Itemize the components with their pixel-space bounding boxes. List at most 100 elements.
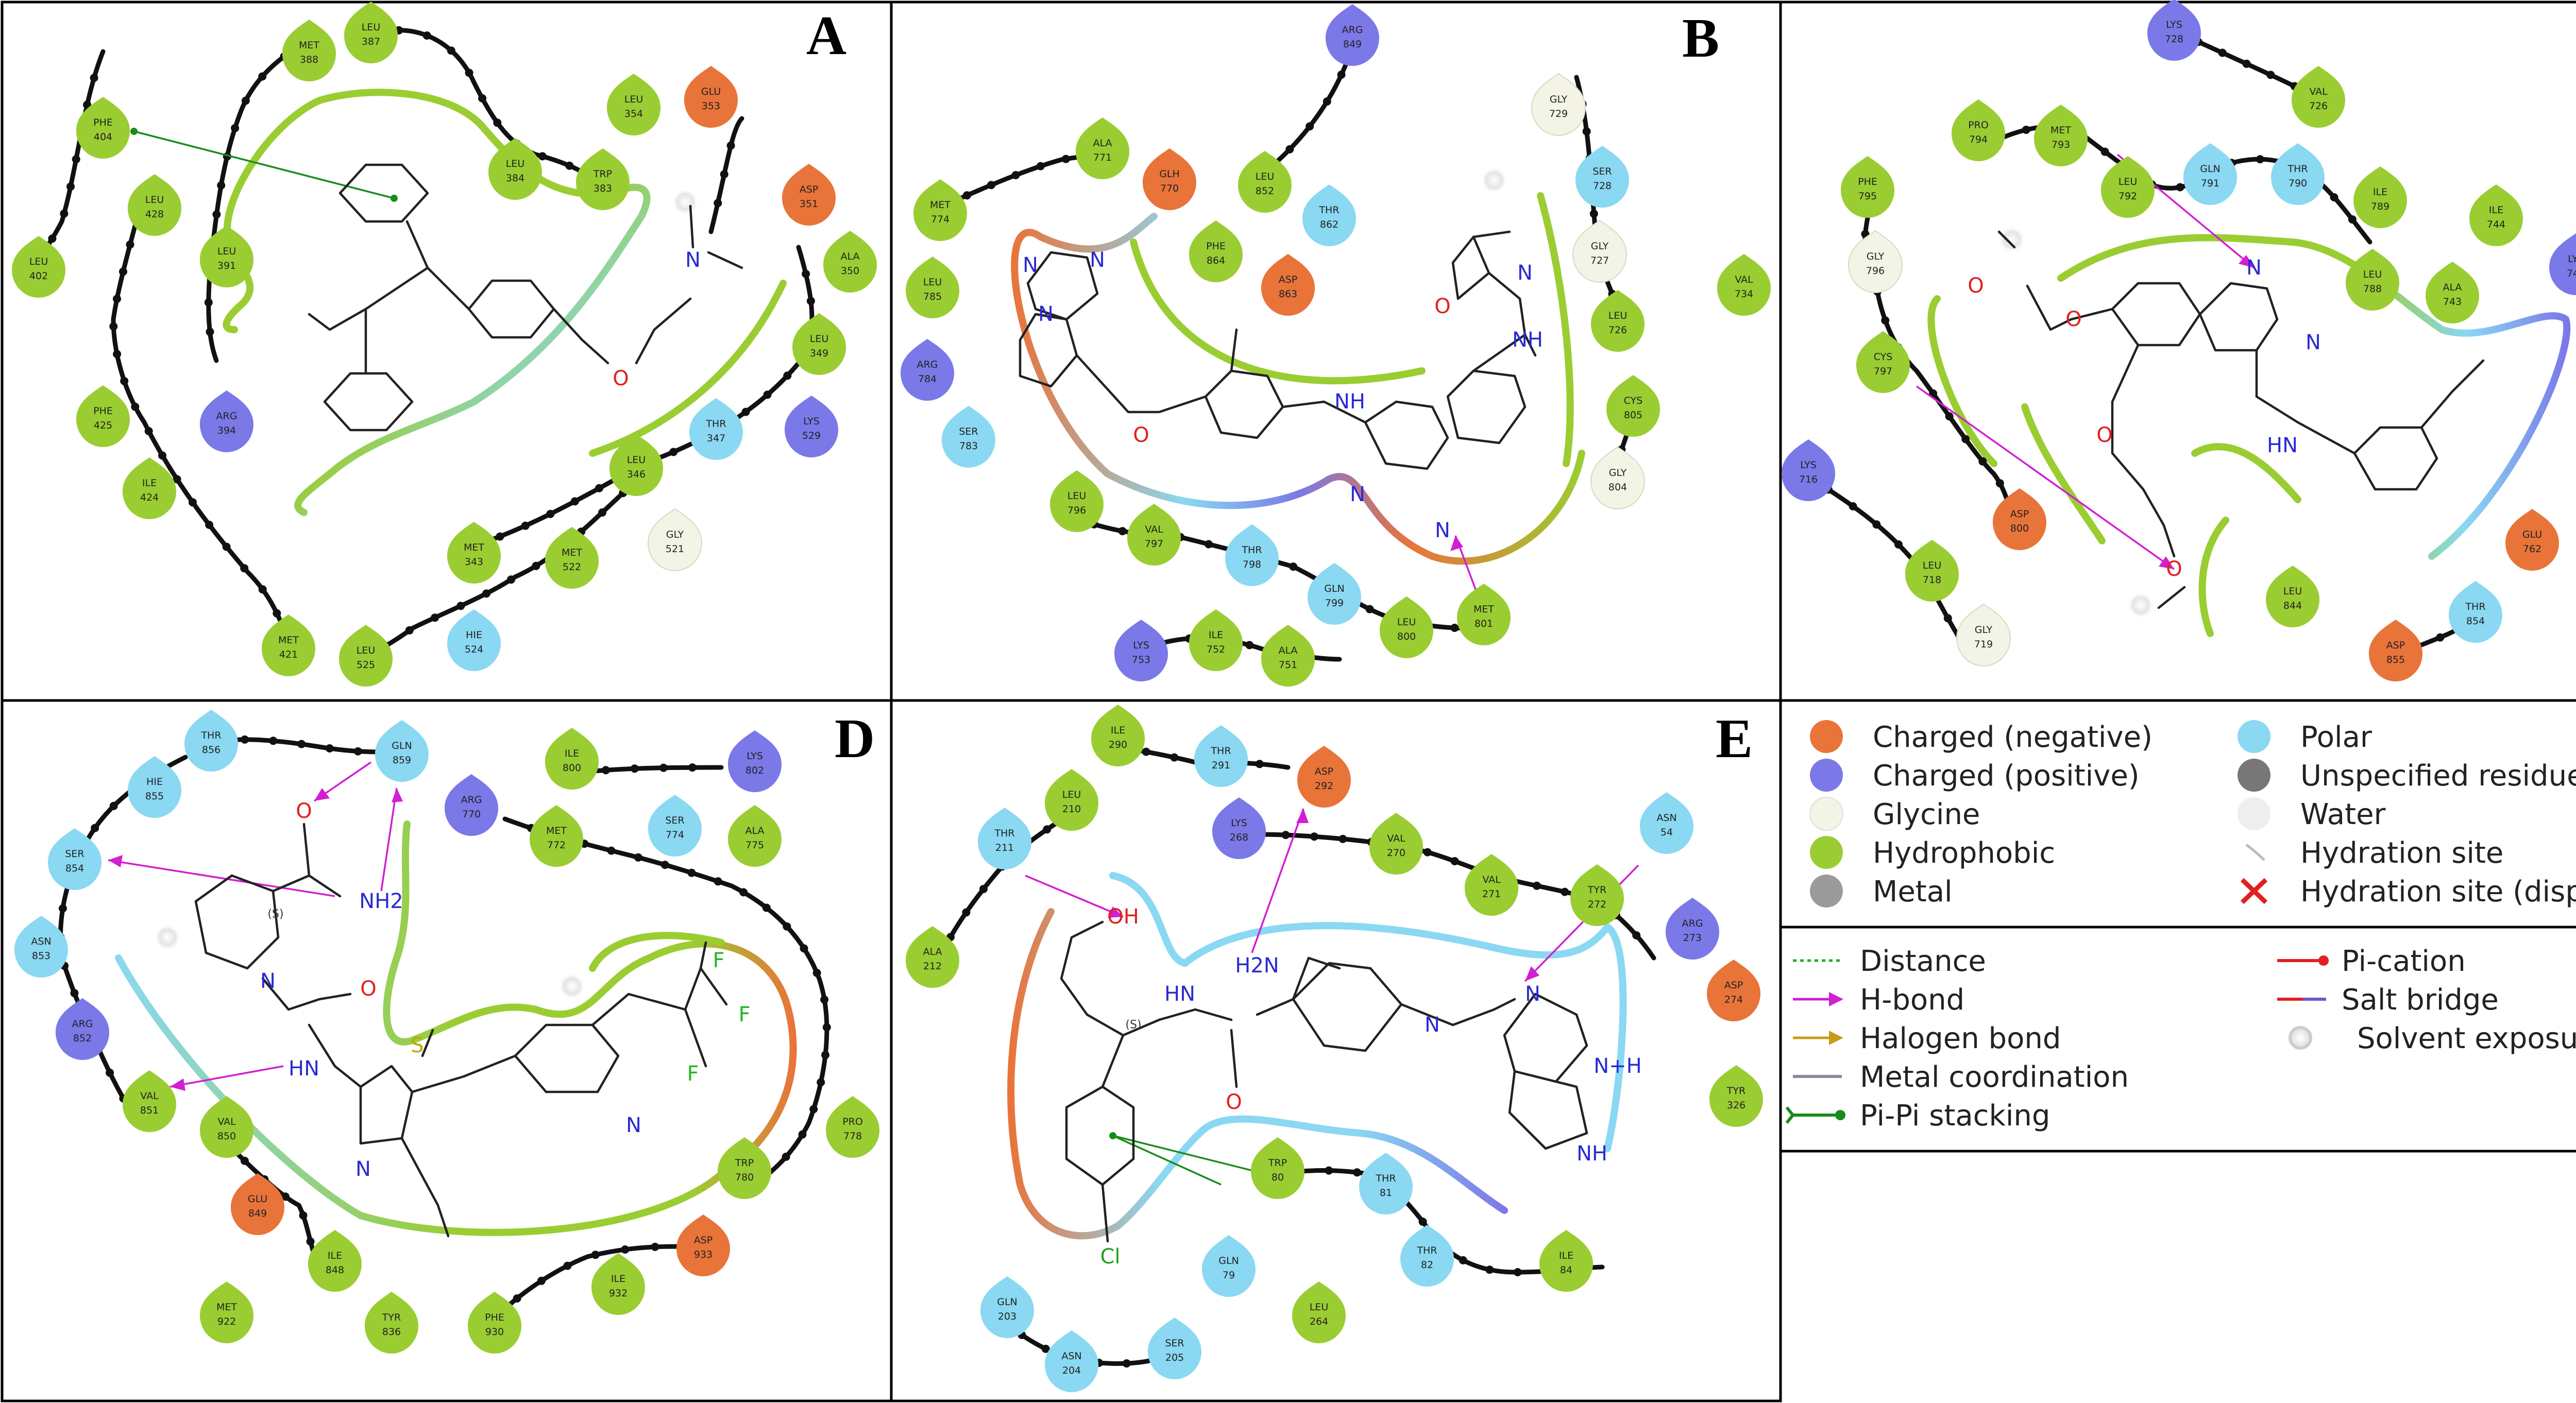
backbone-dot: [595, 484, 603, 492]
residue-name: ARG: [461, 794, 482, 806]
residue-name: GLN: [1324, 583, 1345, 594]
backbone-dot: [70, 989, 79, 998]
residue-number: 800: [563, 762, 581, 774]
residue-name: GLY: [1867, 251, 1885, 262]
residue-name: ARG: [1682, 918, 1703, 929]
residue-number: 728: [1593, 180, 1612, 192]
residue-number: 726: [1608, 324, 1627, 336]
residue-name: ASP: [800, 184, 819, 195]
backbone-dot: [1043, 825, 1052, 834]
residue-number: 205: [1165, 1352, 1184, 1363]
backbone-dot: [217, 181, 226, 190]
backbone-dot: [1485, 1265, 1494, 1274]
backbone-dot: [1849, 502, 1857, 510]
residue-number: 734: [1735, 288, 1753, 300]
backbone-dot: [1513, 1268, 1522, 1276]
atom-n4: N: [1517, 261, 1533, 285]
residue-number: 805: [1624, 409, 1642, 421]
backbone-dot: [1418, 1218, 1427, 1226]
residue-number: 428: [145, 209, 164, 220]
residue-name: ASP: [1724, 980, 1743, 991]
backbone-dot: [2330, 193, 2338, 201]
backbone-dot: [109, 801, 118, 810]
residue-number: 753: [1132, 654, 1150, 665]
backbone-dot: [660, 861, 669, 869]
residue-number: 855: [2386, 654, 2405, 665]
residue-name: GLU: [248, 1193, 267, 1205]
residue-number: 726: [2309, 100, 2328, 112]
backbone-dot: [1170, 753, 1179, 762]
backbone-dot: [1061, 155, 1070, 163]
backbone-dot: [58, 904, 67, 913]
atom-f1: F: [713, 949, 724, 972]
backbone-dot: [607, 846, 616, 855]
ligand-c: O O O O N N HN: [1968, 230, 2485, 609]
residue-name: THR: [1241, 544, 1262, 556]
backbone-dot: [2176, 183, 2184, 192]
panel-letter-a: A: [806, 5, 846, 66]
residue-name: MET: [278, 635, 299, 646]
residue-name: ASN: [1656, 812, 1676, 824]
backbone-dot: [798, 1130, 807, 1139]
residue-number: 743: [2443, 296, 2462, 307]
residue-number: 350: [841, 265, 859, 277]
residue-number: 326: [1727, 1100, 1745, 1111]
backbone-dot: [783, 922, 791, 931]
residue-number: 797: [1145, 538, 1163, 550]
backbone-dot: [1338, 834, 1347, 843]
solvent-exposure-markers: [154, 167, 2154, 1000]
backbone-dot: [2100, 147, 2109, 156]
residue-number: 792: [2119, 191, 2137, 202]
residue-name: LEU: [1062, 789, 1081, 800]
residue-name: ALA: [840, 251, 859, 262]
backbone-dot: [258, 72, 267, 81]
residue-number: 404: [94, 131, 112, 143]
backbone-dot: [1881, 316, 1890, 325]
residue-number: 421: [279, 649, 298, 660]
atom-n3: N: [1038, 302, 1054, 326]
residue-number: 402: [29, 270, 48, 282]
backbone-dot: [240, 1156, 249, 1165]
residue-number: 752: [1207, 644, 1225, 655]
residue-name: GLH: [1159, 168, 1180, 180]
residue-name: CYS: [1624, 395, 1643, 406]
residue-name: THR: [2287, 163, 2308, 175]
residue-name: ARG: [72, 1018, 93, 1030]
svg-text:Metal coordination: Metal coordination: [1860, 1060, 2129, 1094]
residue-number: 848: [326, 1264, 344, 1276]
residue-name: SER: [1592, 166, 1612, 177]
residue-number: 856: [202, 744, 221, 756]
residue-name: VAL: [1482, 874, 1501, 885]
residue-name: LEU: [1397, 617, 1416, 628]
backbone-dot: [131, 402, 140, 411]
backbone-dot: [204, 298, 213, 307]
backbone-dot: [800, 944, 808, 953]
residue-number: 391: [217, 260, 236, 271]
atom-nh: NH: [1577, 1142, 1607, 1166]
backbone-dot: [598, 508, 606, 517]
residue-name: ILE: [2373, 186, 2387, 198]
backbone-dot: [659, 763, 668, 772]
legend-item-pi-pi-stacking: Pi-Pi stacking: [1785, 1099, 2050, 1133]
backbone-dot: [83, 100, 92, 109]
